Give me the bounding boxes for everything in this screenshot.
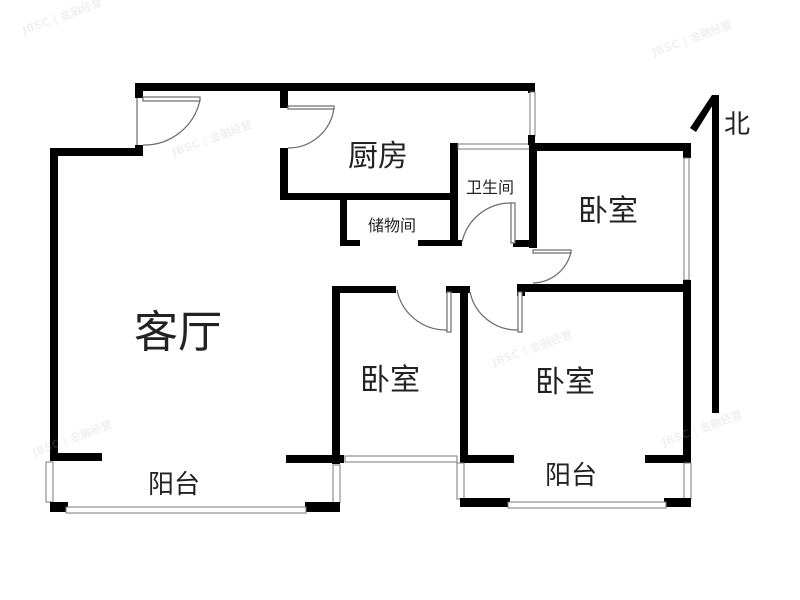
room-label-storage: 储物间: [368, 216, 417, 235]
room-label-bathroom: 卫生间: [466, 178, 515, 197]
doors: [136, 96, 572, 333]
room-label-balcony-living: 阳台: [148, 470, 201, 500]
room-label-bedroom-ne: 卧室: [578, 194, 638, 229]
walls: [45, 83, 692, 514]
compass-north-label: 北: [724, 110, 751, 140]
room-label-bedroom-small: 卧室: [360, 363, 420, 398]
room-label-living-room: 客厅: [134, 307, 222, 358]
room-label-kitchen: 厨房: [348, 139, 408, 174]
north-arrow-icon: [690, 95, 719, 413]
room-label-balcony-bedroom: 阳台: [545, 461, 598, 491]
room-label-bedroom-large: 卧室: [535, 365, 595, 400]
